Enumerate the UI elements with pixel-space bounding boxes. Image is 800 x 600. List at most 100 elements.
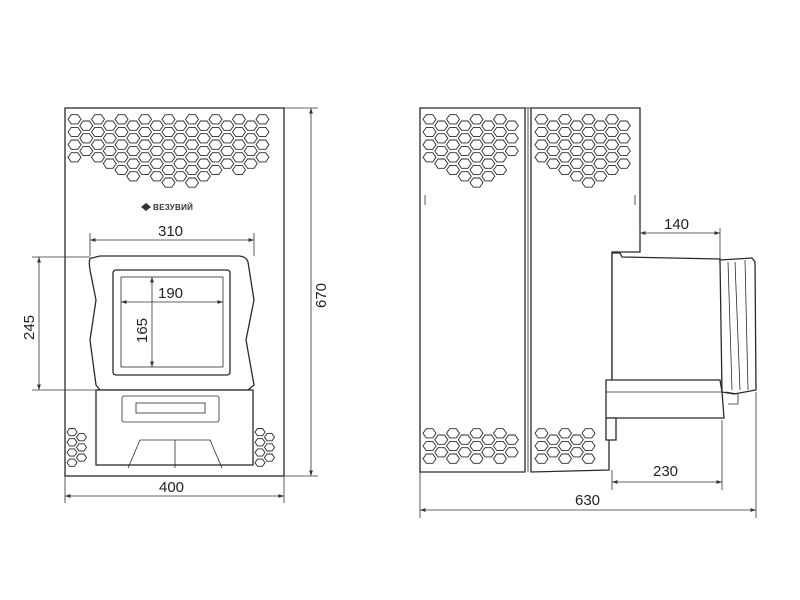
grille-hex — [604, 126, 620, 138]
front-dimensions: 310 190 165 245 670 400 — [21, 107, 330, 503]
grille-hex — [557, 152, 573, 163]
grille-hex — [255, 126, 270, 138]
grille-hex — [546, 434, 561, 445]
grille-hex — [569, 120, 584, 131]
front-bottom-right-grille — [254, 428, 276, 467]
side-view — [419, 107, 757, 473]
grille-hex — [469, 440, 484, 452]
grille-hex — [231, 164, 247, 176]
grille-hex — [469, 126, 484, 138]
grille-hex — [492, 114, 508, 125]
grille-hex — [434, 120, 449, 131]
grille-hex — [79, 120, 94, 131]
grille-hex — [173, 133, 188, 144]
grille-hex — [434, 158, 449, 169]
grille-hex — [481, 158, 496, 169]
grille-hex — [137, 164, 153, 176]
brand-logo-text: ВЕЗУВИЙ — [153, 203, 193, 212]
grille-hex — [581, 139, 596, 150]
grille-hex — [75, 453, 88, 462]
grille-hex — [161, 114, 176, 125]
grille-hex — [161, 177, 176, 188]
front-bottom-left-grille — [66, 428, 88, 467]
grille-hex — [422, 428, 437, 439]
grille-hex — [102, 145, 117, 157]
ash-drawer-frame — [95, 389, 254, 466]
grille-hex — [196, 120, 211, 131]
grille-hex — [557, 139, 573, 150]
grille-hex — [254, 438, 266, 447]
grille-hex — [114, 164, 129, 176]
grille-hex — [546, 447, 561, 458]
grille-hex — [231, 126, 247, 138]
grille-hex — [604, 139, 620, 150]
grille-hex — [481, 171, 496, 182]
grille-hex — [557, 428, 573, 439]
grille-hex — [469, 114, 484, 125]
grille-hex — [504, 145, 519, 157]
side-top-right-grille — [534, 114, 631, 188]
grille-hex — [457, 447, 472, 458]
grille-hex — [616, 158, 631, 169]
grille-hex — [604, 114, 620, 125]
grille-hex — [422, 114, 437, 125]
grille-hex — [263, 443, 276, 452]
grille-hex — [173, 171, 188, 182]
grille-hex — [173, 145, 188, 157]
grille-hex — [534, 114, 549, 125]
dim-door-height-label: 245 — [21, 315, 38, 340]
grille-hex — [604, 152, 620, 163]
grille-hex — [469, 428, 484, 439]
grille-hex — [434, 447, 449, 458]
grille-hex — [422, 440, 437, 452]
grille-hex — [220, 133, 235, 144]
dim-door-width-label: 310 — [158, 223, 183, 240]
grille-hex — [137, 139, 153, 150]
side-bottom-left-grille — [422, 428, 519, 464]
grille-hex — [457, 171, 472, 182]
grille-hex — [66, 428, 78, 437]
grille-hex — [90, 114, 106, 125]
grille-hex — [593, 120, 608, 131]
grille-hex — [581, 440, 596, 452]
grille-hex — [243, 158, 258, 169]
grille-hex — [557, 126, 573, 138]
grille-hex — [137, 126, 153, 138]
grille-hex — [67, 126, 82, 138]
grille-hex — [137, 114, 153, 125]
grille-hex — [546, 120, 561, 131]
side-bottom-right-grille — [534, 428, 596, 464]
grille-hex — [445, 453, 461, 464]
grille-hex — [126, 171, 141, 182]
grille-hex — [173, 158, 188, 169]
fire-tunnel — [605, 252, 757, 441]
grille-hex — [534, 453, 549, 464]
grille-hex — [469, 453, 484, 464]
grille-hex — [173, 120, 188, 131]
grille-hex — [581, 177, 596, 188]
grille-hex — [581, 164, 596, 176]
grille-hex — [504, 120, 519, 131]
grille-hex — [445, 164, 461, 176]
grille-hex — [469, 139, 484, 150]
grille-hex — [149, 120, 164, 131]
grille-hex — [220, 158, 235, 169]
dim-total-height-label: 670 — [313, 283, 330, 308]
grille-hex — [457, 133, 472, 144]
grille-hex — [604, 164, 620, 176]
grille-hex — [445, 428, 461, 439]
ash-drawer-slot — [121, 395, 220, 423]
side-body-rear-panel — [419, 107, 526, 473]
grille-hex — [504, 133, 519, 144]
grille-hex — [492, 428, 508, 439]
grille-hex — [149, 171, 164, 182]
grille-hex — [481, 145, 496, 157]
grille-hex — [422, 126, 437, 138]
grille-hex — [581, 428, 596, 439]
grille-hex — [184, 126, 200, 138]
grille-hex — [557, 440, 573, 452]
grille-hex — [90, 152, 106, 163]
dim-tunnel-length-label: 230 — [653, 463, 678, 480]
grille-hex — [67, 114, 82, 125]
